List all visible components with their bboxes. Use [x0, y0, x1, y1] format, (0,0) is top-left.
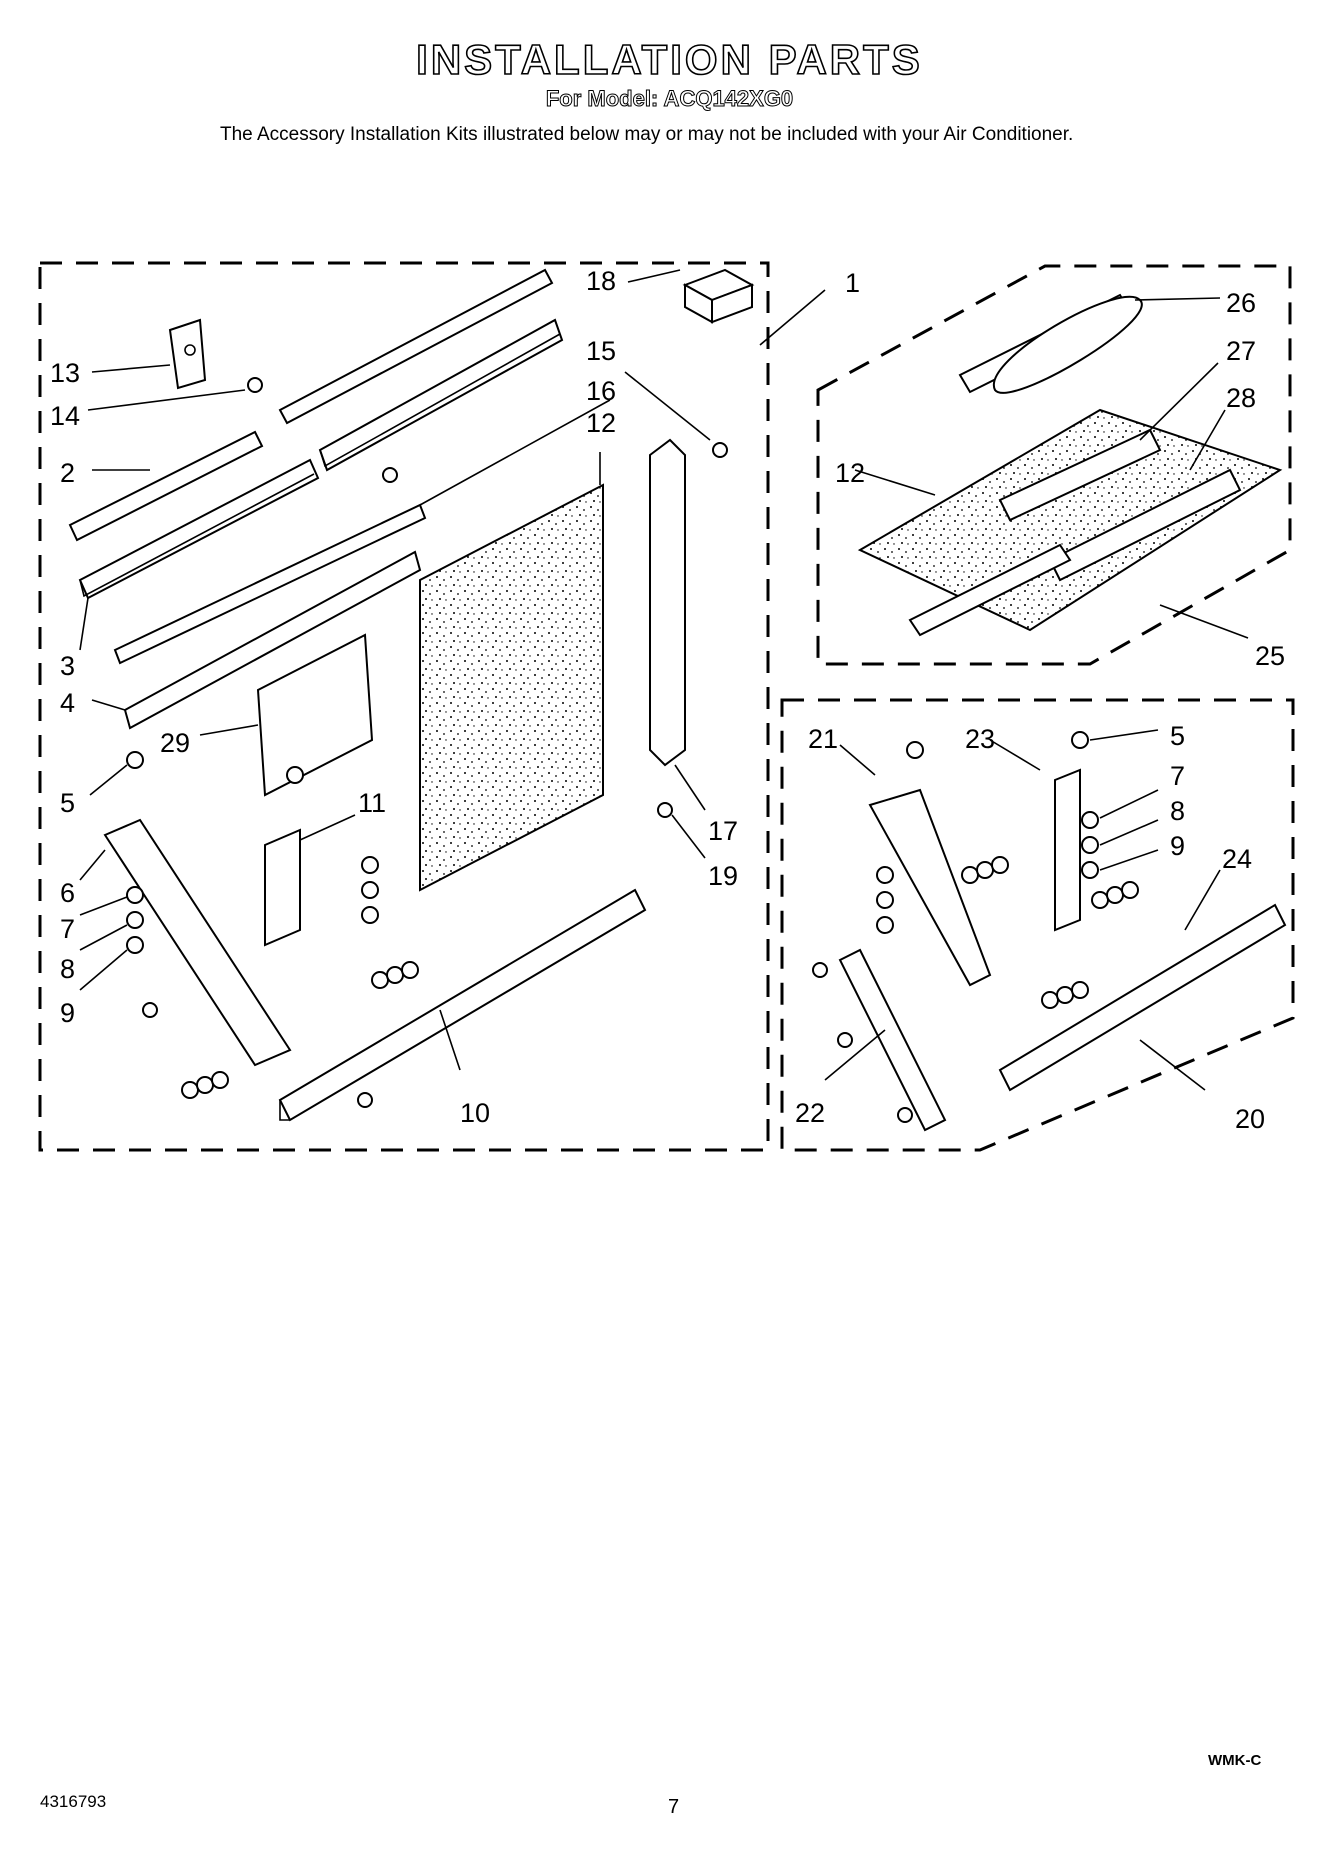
top-rail-upper	[278, 268, 554, 425]
callout-24: 24	[1222, 844, 1252, 874]
callout-3: 3	[60, 651, 75, 681]
rail-24	[998, 903, 1287, 1092]
catalog-code: WMK-C	[1208, 1752, 1262, 1769]
strip-17	[649, 438, 686, 767]
callout-5-kit: 5	[1170, 721, 1185, 751]
callout-11: 11	[358, 788, 386, 818]
foam-kit-boundary	[816, 264, 1292, 666]
callout-26: 26	[1226, 288, 1256, 318]
callout-19: 19	[708, 861, 738, 891]
screw-5	[1071, 731, 1089, 749]
callout-7-kit: 7	[1170, 761, 1185, 791]
callout-22: 22	[795, 1098, 825, 1128]
callout-9: 9	[60, 998, 75, 1028]
foam-panel-12	[419, 483, 604, 892]
callout-10: 10	[460, 1098, 490, 1128]
callout-6: 6	[60, 878, 75, 908]
bracket-kit-boundary	[780, 698, 1295, 1152]
callout-7: 7	[60, 914, 75, 944]
nut-9	[1081, 861, 1099, 879]
channel-3	[78, 458, 320, 600]
callout-labels: 18 15 16 12 13 14 2 3 4 29 5 11 17 19 6 …	[50, 266, 1285, 1134]
page-number: 7	[668, 1796, 680, 1818]
left-kit-boundary	[38, 261, 770, 1152]
channel	[908, 543, 1072, 637]
screw	[712, 442, 728, 458]
screw-19	[657, 802, 673, 818]
callout-15: 15	[586, 336, 616, 366]
callout-14: 14	[50, 401, 80, 431]
callout-8-kit: 8	[1170, 796, 1185, 826]
leg-6	[103, 818, 292, 1067]
callout-18: 18	[586, 266, 616, 296]
callout-21: 21	[808, 724, 838, 754]
angle-4	[123, 550, 422, 730]
bottom-rail-10	[278, 888, 647, 1122]
callout-27: 27	[1226, 336, 1256, 366]
page-title: INSTALLATION PARTS	[415, 35, 923, 84]
side-rail-2	[68, 430, 264, 542]
callout-17: 17	[708, 816, 738, 846]
callout-13: 13	[50, 358, 80, 388]
bracket-11	[264, 828, 301, 947]
document-number: 4316793	[40, 1792, 107, 1811]
leader-lines	[79, 269, 1249, 1091]
callout-23: 23	[965, 724, 995, 754]
callout-28: 28	[1226, 383, 1256, 413]
callout-4: 4	[60, 688, 75, 718]
callout-1: 1	[845, 268, 860, 298]
screw-14	[247, 377, 263, 393]
callout-16: 16	[586, 376, 616, 406]
foam-kit-parts	[857, 293, 1283, 637]
callout-12-kit: 12	[835, 458, 865, 488]
callout-20: 20	[1235, 1104, 1265, 1134]
callout-5: 5	[60, 788, 75, 818]
callout-8: 8	[60, 954, 75, 984]
foam-base-12	[857, 408, 1283, 632]
nut-9	[126, 936, 144, 954]
bracket-kit-parts	[812, 731, 1287, 1132]
callout-12: 12	[586, 408, 616, 438]
callout-29: 29	[160, 728, 190, 758]
bracket-21	[868, 788, 992, 987]
seal-loop-27	[992, 295, 1143, 394]
lockwasher-8	[1081, 836, 1099, 854]
leg-22	[838, 948, 947, 1132]
callout-9-kit: 9	[1170, 831, 1185, 861]
strip-16	[113, 503, 427, 665]
foam-block-27	[998, 428, 1162, 522]
washer-7	[1081, 811, 1099, 829]
left-kit-parts	[68, 268, 755, 1122]
kit-outlines	[38, 261, 1295, 1152]
screw-15	[382, 467, 398, 483]
callout-2: 2	[60, 458, 75, 488]
washer-7	[126, 886, 144, 904]
bracket-23	[1054, 768, 1081, 932]
accessory-note: The Accessory Installation Kits illustra…	[220, 124, 1074, 145]
lockwasher-8	[126, 911, 144, 929]
callout-25: 25	[1255, 641, 1285, 671]
screw	[286, 766, 304, 784]
seal-29	[256, 633, 374, 797]
screw-5	[126, 751, 144, 769]
model-subtitle: For Model: ACQ142XG0	[545, 86, 794, 112]
foam-block-28	[1048, 468, 1242, 582]
